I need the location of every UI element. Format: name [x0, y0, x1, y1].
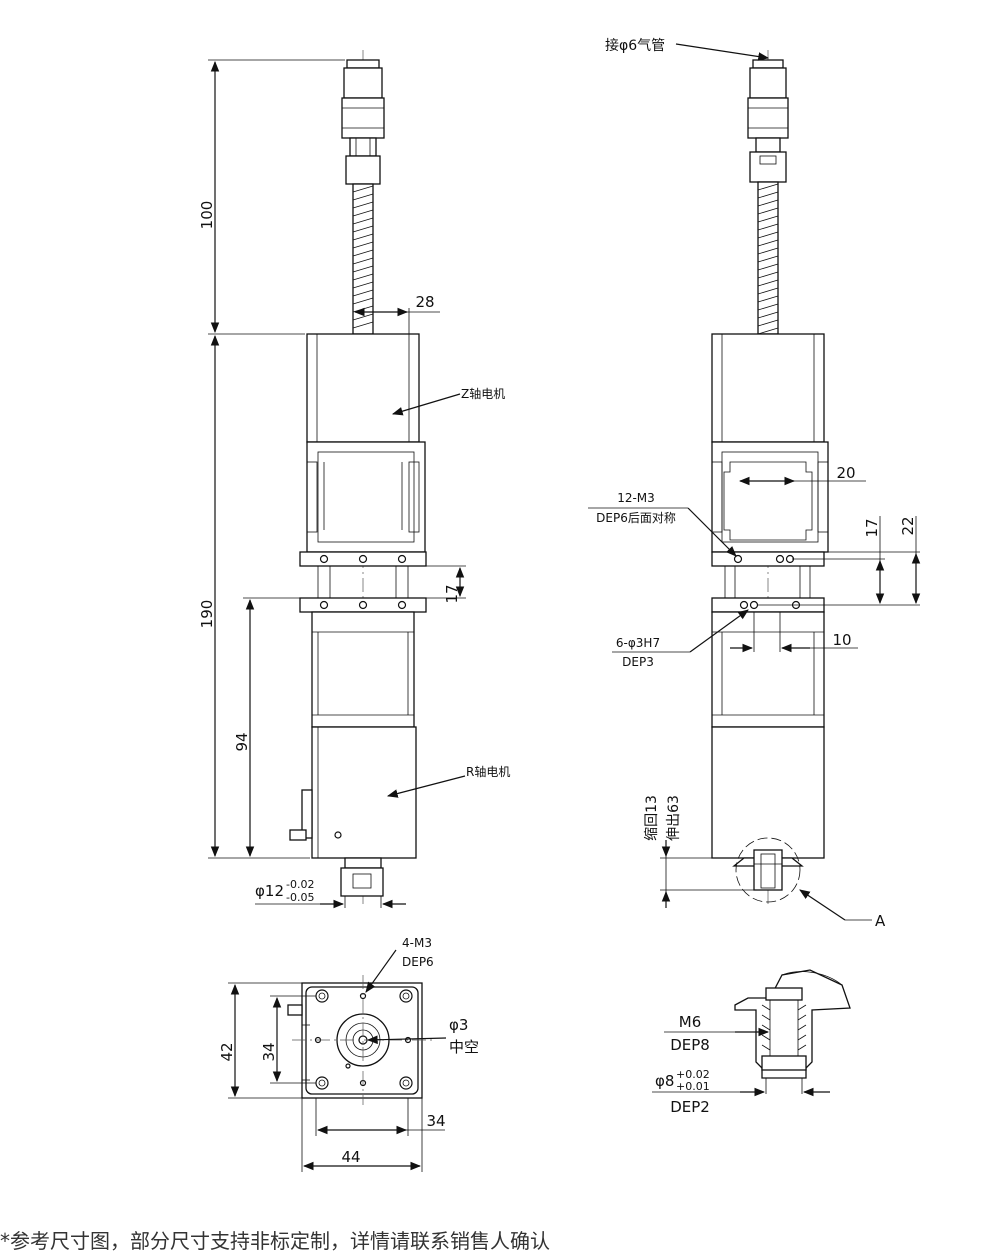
label-tap-12m3-depth: DEP6后面对称	[596, 511, 676, 525]
label-bore: φ3	[449, 1016, 468, 1034]
label-pin-holes-depth: DEP3	[622, 655, 654, 669]
side-air-fitting	[747, 59, 789, 183]
label-counterbore: φ8	[655, 1072, 674, 1090]
side-dimensions	[588, 43, 921, 921]
label-pin-holes: 6-φ3H7	[616, 636, 660, 650]
label-shaft-tol-upper: -0.02	[286, 878, 314, 891]
label-tap-4m3-depth: DEP6	[402, 955, 434, 969]
label-thread-depth: DEP8	[670, 1036, 710, 1054]
label-counterbore-depth: DEP2	[670, 1098, 710, 1116]
front-screw-shaft	[352, 183, 374, 335]
dim-body-length: 190	[198, 600, 216, 629]
label-gas-inlet: 接φ6气管	[605, 37, 665, 54]
side-view: 接φ6气管 20 17 22 10 12-M3 DEP6后面对称 6-φ3H7 …	[588, 37, 921, 930]
dim-bottom-height-34: 34	[260, 1042, 278, 1061]
label-detail-marker: A	[875, 912, 886, 930]
dim-side-gap-22: 22	[899, 516, 917, 535]
dim-side-gap-17: 17	[863, 518, 881, 537]
label-counterbore-tol-lower: +0.01	[676, 1080, 710, 1093]
dim-flange-gap-front: 17	[443, 584, 461, 603]
dim-side-width-20: 20	[836, 464, 855, 482]
side-r-motor	[711, 611, 825, 903]
front-dimensions	[208, 59, 466, 909]
dim-bottom-width-34: 34	[426, 1112, 445, 1130]
front-view: 100 190 94 28 17 Z轴电机 R轴电机 φ12 -0.02 -0.…	[198, 50, 510, 909]
technical-drawing: 100 190 94 28 17 Z轴电机 R轴电机 φ12 -0.02 -0.…	[198, 37, 921, 1172]
footer-note: *参考尺寸图，部分尺寸支持非标定制，详情请联系销售人确认	[0, 1229, 550, 1253]
label-tap-12m3: 12-M3	[617, 491, 655, 505]
label-shaft-dia: φ12	[255, 882, 284, 900]
label-r-motor: R轴电机	[466, 764, 510, 779]
bottom-view: 42 34 34 44 4-M3 DEP6 φ3 中空	[218, 936, 479, 1172]
label-counterbore-tol-upper: +0.02	[676, 1068, 710, 1081]
label-tap-4m3: 4-M3	[402, 936, 432, 950]
side-z-motor	[711, 333, 829, 613]
dim-bottom-height-42: 42	[218, 1042, 236, 1061]
label-z-motor: Z轴电机	[461, 386, 505, 401]
label-stroke-extend: 伸出63	[666, 795, 682, 841]
front-r-motor	[289, 611, 417, 897]
dim-front-width: 28	[415, 293, 434, 311]
label-shaft-tol-lower: -0.05	[286, 891, 314, 904]
dim-bottom-width-44: 44	[341, 1148, 360, 1166]
detail-a-view: M6 DEP8 φ8 +0.02 +0.01 DEP2	[652, 969, 851, 1116]
dim-upper-length: 100	[198, 201, 216, 230]
dim-side-width-10: 10	[832, 631, 851, 649]
label-thread: M6	[679, 1013, 702, 1031]
label-bore-hollow: 中空	[449, 1038, 479, 1056]
label-stroke-retract: 缩回13	[644, 795, 660, 841]
front-z-motor	[299, 333, 427, 613]
side-screw-shaft	[757, 181, 779, 335]
dim-lower-length: 94	[233, 732, 251, 751]
front-air-fitting	[341, 59, 385, 185]
